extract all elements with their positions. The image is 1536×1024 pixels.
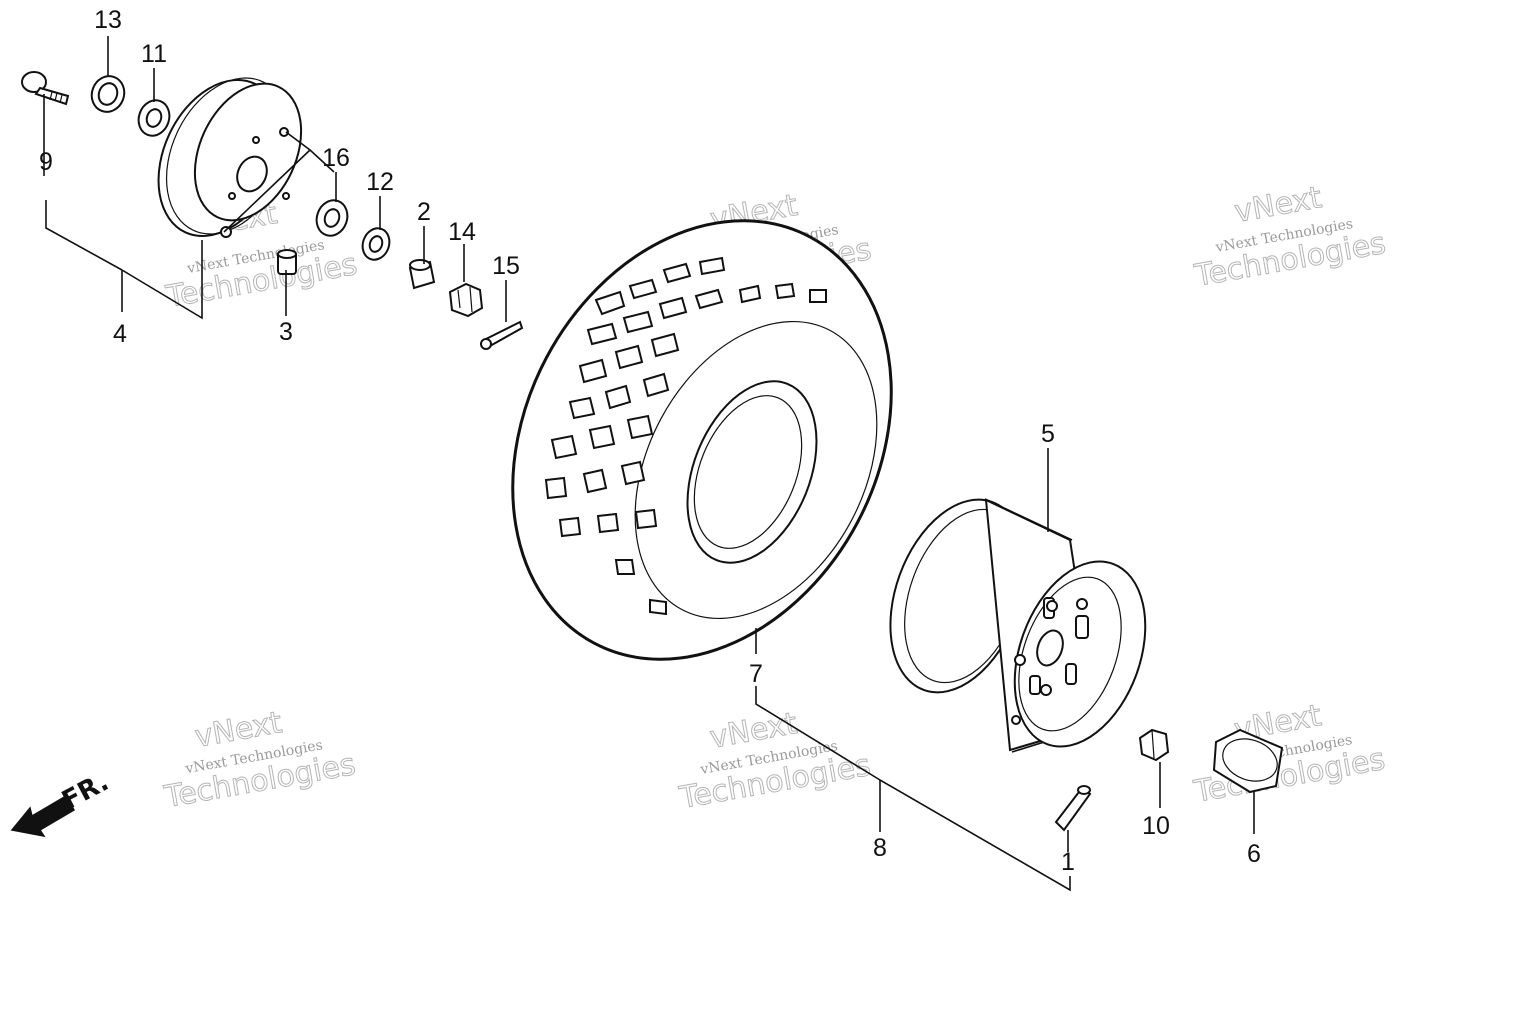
tire-tread — [544, 256, 827, 616]
callout-10: 10 — [1142, 812, 1170, 840]
callout-15: 15 — [492, 252, 520, 280]
part-bolt — [21, 71, 70, 106]
part-rim — [889, 498, 1147, 753]
part-washer — [361, 227, 391, 261]
part-hub-drum — [157, 77, 303, 238]
callout-14: 14 — [448, 218, 476, 246]
callout-12: 12 — [366, 168, 394, 196]
callout-labels: 13 11 9 16 12 2 14 15 4 3 5 7 8 10 6 1 — [39, 6, 1261, 876]
callout-2: 2 — [417, 198, 431, 226]
callout-6: 6 — [1247, 840, 1261, 868]
callout-16: 16 — [322, 144, 350, 172]
part-collar — [408, 259, 436, 290]
callout-7: 7 — [749, 660, 763, 688]
watermark-bottom-left: vNext vNext Technologies Technologies — [161, 705, 359, 816]
watermark-bottom-right: vNext vNext Technologies Technologies — [1190, 698, 1388, 811]
callout-5: 5 — [1041, 420, 1055, 448]
front-direction-indicator: FR. — [10, 767, 114, 838]
callout-13: 13 — [94, 6, 122, 34]
callout-1: 1 — [1061, 848, 1075, 876]
part-oil-seal — [90, 75, 126, 113]
front-arrow-icon — [10, 794, 76, 838]
leader-lines — [43, 36, 1255, 892]
part-hub-nut — [277, 249, 297, 275]
part-wheel-nut — [1138, 728, 1170, 762]
callout-3: 3 — [279, 318, 293, 346]
part-valve-stem — [1054, 785, 1092, 832]
part-bearing-left — [137, 99, 171, 137]
part-tire — [511, 219, 893, 661]
part-cotter-pin — [480, 320, 524, 350]
part-castle-nut — [448, 282, 484, 318]
callout-11: 11 — [141, 40, 167, 68]
part-bearing-right — [315, 199, 349, 237]
callout-8: 8 — [873, 834, 887, 862]
watermark-top-right: vNext vNext Technologies Technologies — [1191, 180, 1389, 295]
callout-4: 4 — [113, 320, 127, 348]
callout-9: 9 — [39, 148, 53, 176]
part-hub-cap — [1212, 728, 1284, 794]
